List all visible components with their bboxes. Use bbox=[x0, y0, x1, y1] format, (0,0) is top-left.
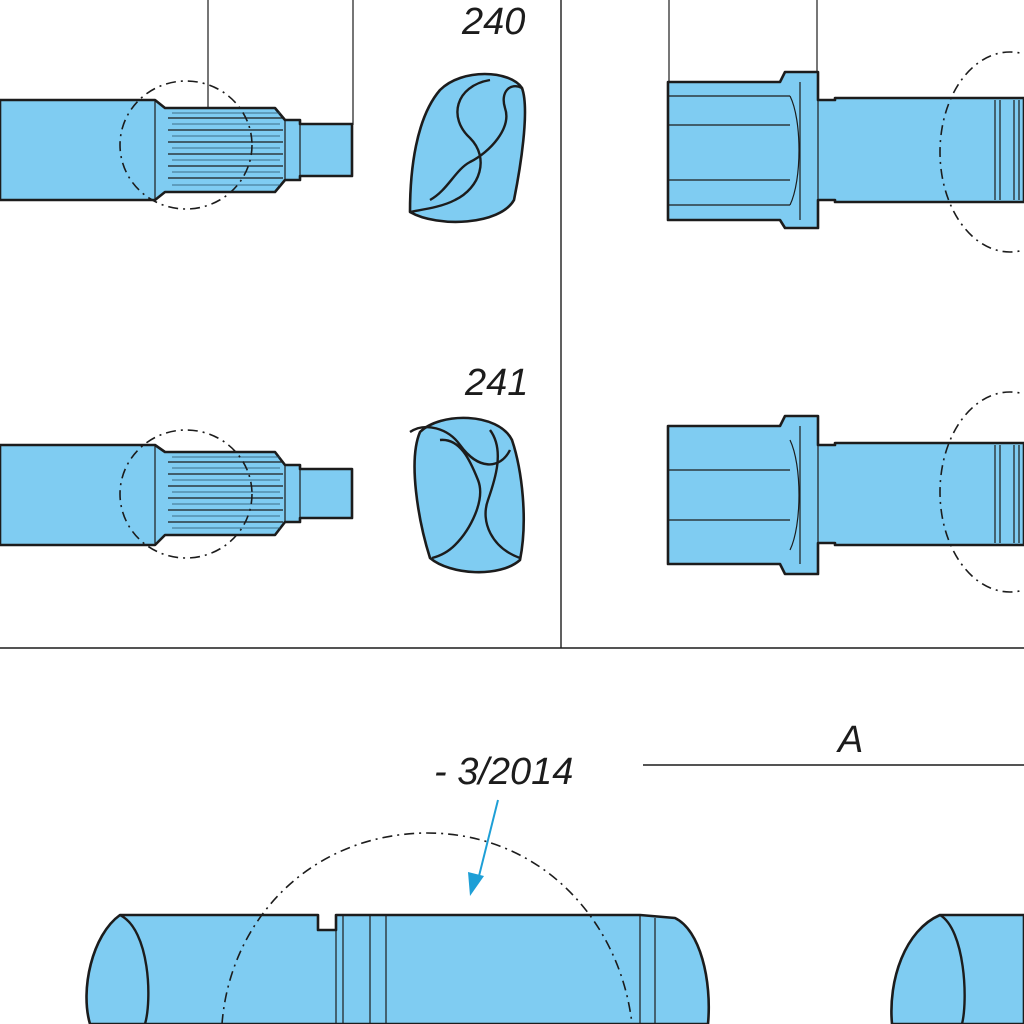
insert-240 bbox=[408, 72, 527, 224]
stepped-shaft-right-mid bbox=[666, 391, 1024, 593]
bottom-right-part bbox=[890, 913, 1024, 1024]
splined-shaft-240 bbox=[0, 80, 354, 210]
bottom-shaft bbox=[85, 832, 710, 1024]
date-arrow bbox=[468, 799, 499, 896]
detail-circle-right-top bbox=[939, 51, 1024, 253]
view-a-label: A bbox=[836, 719, 863, 761]
insert-241 bbox=[409, 416, 526, 574]
part-number-240: 240 bbox=[461, 1, 525, 43]
part-number-241: 241 bbox=[464, 362, 528, 404]
splined-shaft-241 bbox=[0, 429, 354, 559]
detail-arc-bottom bbox=[221, 832, 633, 1024]
date-marker-label: - 3/2014 bbox=[434, 751, 573, 793]
detail-circle-240 bbox=[119, 80, 253, 210]
stepped-shaft-right-top bbox=[666, 51, 1024, 253]
detail-circle-241 bbox=[119, 429, 253, 559]
detail-circle-right-mid bbox=[939, 391, 1024, 593]
frame-lines bbox=[0, 0, 1024, 766]
